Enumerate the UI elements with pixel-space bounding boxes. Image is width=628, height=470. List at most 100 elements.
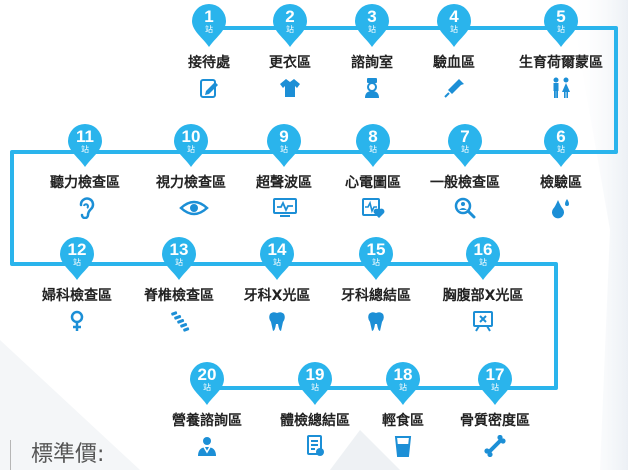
station-9: 9 站 超聲波區 [236,124,332,219]
station-unit: 站 [273,258,281,267]
station-pin: 1 站 [191,4,227,48]
station-19: 19 站 體檢總結區 [267,362,363,457]
station-unit: 站 [175,258,183,267]
station-pin: 13 站 [161,237,197,281]
shirt-icon [278,77,302,99]
station-unit: 站 [205,25,213,34]
station-unit: 站 [73,258,81,267]
station-unit: 站 [491,383,499,392]
station-number: 15 [366,240,386,259]
station-unit: 站 [280,145,288,154]
station-name: 一般檢查區 [430,175,500,191]
station-11: 11 站 聽力檢查區 [37,124,133,219]
station-1: 1 站 接待處 [161,4,257,99]
station-unit: 站 [81,145,89,154]
nurse-icon [360,77,384,99]
station-unit: 站 [399,383,407,392]
station-8: 8 站 心電圖區 [325,124,421,219]
spine-icon [167,310,191,332]
station-number: 3 [367,7,377,26]
station-4: 4 站 驗血區 [406,4,502,99]
station-unit: 站 [187,145,195,154]
station-number: 13 [169,240,189,259]
drop-icon [549,197,573,219]
station-15: 15 站 牙科總結區 [328,237,424,332]
station-unit: 站 [557,145,565,154]
station-7: 7 站 一般檢查區 [417,124,513,219]
station-unit: 站 [372,258,380,267]
station-name: 超聲波區 [256,175,312,191]
station-20: 20 站 營養諮詢區 [159,362,255,457]
station-pin: 4 站 [436,4,472,48]
station-pin: 15 站 [358,237,394,281]
monitor-icon [272,197,297,219]
station-pin: 19 站 [297,362,333,406]
station-number: 17 [485,365,505,384]
station-name: 骨質密度區 [460,413,530,429]
station-name: 婦科檢查區 [42,288,112,304]
station-number: 2 [285,7,295,26]
station-pin: 12 站 [59,237,95,281]
station-name: 心電圖區 [345,175,401,191]
station-number: 9 [279,127,289,146]
station-number: 10 [181,127,201,146]
station-pin: 18 站 [385,362,421,406]
station-name: 輕食區 [382,413,424,429]
bone-icon [483,435,507,457]
station-number: 19 [305,365,325,384]
station-pin: 14 站 [259,237,295,281]
station-pin: 20 站 [189,362,225,406]
station-unit: 站 [311,383,319,392]
station-pin: 5 站 [543,4,579,48]
clipboard-pen-icon [197,77,221,99]
station-number: 7 [460,127,470,146]
station-unit: 站 [557,25,565,34]
station-pin: 6 站 [543,124,579,168]
station-number: 14 [267,240,287,259]
station-name: 檢驗區 [540,175,582,191]
station-unit: 站 [286,25,294,34]
station-3: 3 站 諮詢室 [324,4,420,99]
station-name: 胸腹部X光區 [442,288,524,304]
station-2: 2 站 更衣區 [242,4,338,99]
station-name: 視力檢查區 [156,175,226,191]
magnifier-person-icon [453,197,477,219]
station-number: 8 [368,127,378,146]
station-pin: 10 站 [173,124,209,168]
station-number: 4 [449,7,459,26]
station-6: 6 站 檢驗區 [513,124,609,219]
station-pin: 2 站 [272,4,308,48]
station-unit: 站 [369,145,377,154]
station-pin: 16 站 [465,237,501,281]
xray-board-icon [471,310,495,332]
station-name: 營養諮詢區 [172,413,242,429]
tooth-icon [265,310,289,332]
report-icon [303,435,327,457]
station-number: 12 [67,240,87,259]
station-pin: 7 站 [447,124,483,168]
male-female-icon [549,77,573,99]
station-name: 驗血區 [433,55,475,71]
station-number: 6 [556,127,566,146]
station-pin: 17 站 [477,362,513,406]
cup-icon [391,435,415,457]
doctor-icon [195,435,219,457]
ecg-heart-icon [361,197,385,219]
station-pin: 11 站 [67,124,103,168]
station-unit: 站 [368,25,376,34]
female-symbol-icon [65,310,89,332]
station-17: 17 站 骨質密度區 [447,362,543,457]
station-16: 16 站 胸腹部X光區 [435,237,531,332]
station-pin: 3 站 [354,4,390,48]
station-name: 聽力檢查區 [50,175,120,191]
station-number: 16 [473,240,493,259]
station-12: 12 站 婦科檢查區 [29,237,125,332]
station-name: 體檢總結區 [280,413,350,429]
route-path [10,26,618,390]
station-10: 10 站 視力檢查區 [143,124,239,219]
station-name: 牙科總結區 [341,288,411,304]
station-18: 18 站 輕食區 [355,362,451,457]
station-name: 更衣區 [269,55,311,71]
station-pin: 8 站 [355,124,391,168]
